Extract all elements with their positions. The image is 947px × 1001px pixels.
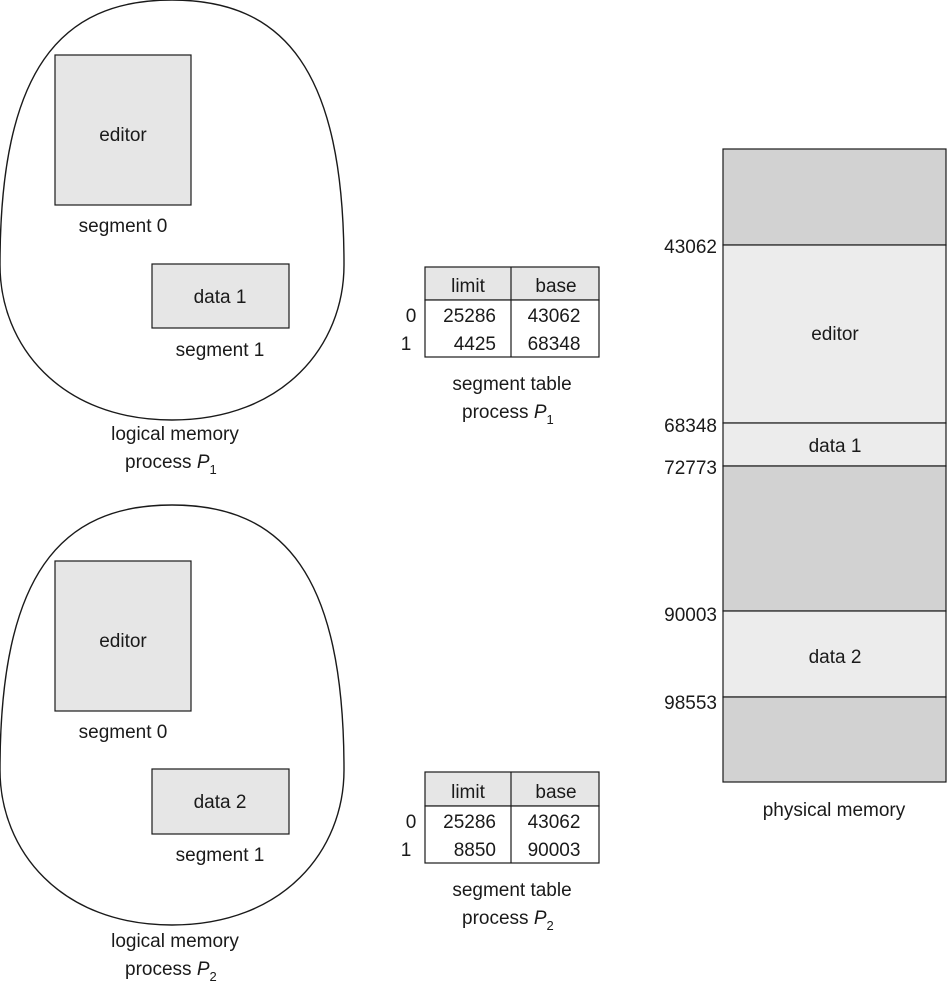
segment-data-label-p2: data 2	[194, 792, 247, 813]
phys-region-data1	[722, 422, 947, 467]
address-90003: 90003	[664, 605, 717, 626]
segment-table-caption-line1-p2: segment table	[452, 880, 571, 901]
row-limit-0-p2: 25286	[443, 812, 496, 833]
logical-memory-outline-p1	[0, 0, 345, 421]
header-limit-p2: limit	[451, 782, 485, 803]
row-limit-1-p2: 8850	[454, 840, 496, 861]
row-index-1-p1: 1	[401, 334, 412, 355]
segment-data-box-p2	[151, 768, 290, 835]
segment-editor-box-p2	[54, 560, 192, 712]
segment-0-caption-p1: segment 0	[79, 216, 168, 237]
phys-region-free-top	[722, 148, 947, 246]
physical-memory-caption: physical memory	[763, 800, 906, 821]
segment-table-header-p2	[424, 771, 600, 807]
row-base-0-p2: 43062	[528, 812, 581, 833]
phys-label-data2: data 2	[809, 647, 862, 668]
segment-table-caption-line2-p2: process P2	[462, 908, 554, 933]
segment-table-caption-line1-p1: segment table	[452, 374, 571, 395]
header-limit-p1: limit	[451, 276, 485, 297]
row-base-0-p1: 43062	[528, 306, 581, 327]
segment-editor-box-p1	[54, 54, 192, 206]
phys-region-free-bottom	[722, 696, 947, 783]
segment-data-box-p1	[151, 263, 290, 329]
row-index-0-p1: 0	[406, 306, 417, 327]
physical-memory: editor data 1 data 2 43062 68348 72773 9…	[664, 148, 947, 783]
header-base-p1: base	[535, 276, 576, 297]
address-43062: 43062	[664, 237, 717, 258]
segment-1-caption-p1: segment 1	[176, 340, 265, 361]
row-index-1-p2: 1	[401, 840, 412, 861]
address-68348: 68348	[664, 416, 717, 437]
row-limit-1-p1: 4425	[454, 334, 496, 355]
segment-table-body-p1	[424, 299, 600, 358]
segment-table-body-p2	[424, 805, 600, 864]
segment-editor-label-p2: editor	[99, 631, 147, 652]
logical-memory-caption-line2-p1: process P1	[125, 452, 217, 477]
segment-table-p2: limit base 0 25286 43062 1 8850 90003	[401, 771, 600, 864]
header-base-p2: base	[535, 782, 576, 803]
row-limit-0-p1: 25286	[443, 306, 496, 327]
segment-0-caption-p2: segment 0	[79, 722, 168, 743]
segment-data-label-p1: data 1	[194, 287, 247, 308]
logical-memory-caption-line2-p2: process P2	[125, 959, 217, 984]
segment-editor-label-p1: editor	[99, 125, 147, 146]
logical-memory-outline-p2	[0, 504, 345, 926]
segment-table-p1: limit base 0 25286 43062 1 4425 68348	[401, 266, 600, 358]
address-98553: 98553	[664, 693, 717, 714]
phys-region-editor	[722, 244, 947, 424]
address-72773: 72773	[664, 458, 717, 479]
logical-memory-p2: editor segment 0 data 2 segment 1	[0, 504, 345, 926]
phys-region-data2	[722, 610, 947, 698]
phys-region-free-mid	[722, 465, 947, 612]
phys-label-data1: data 1	[809, 436, 862, 457]
phys-label-editor: editor	[811, 324, 859, 345]
row-base-1-p1: 68348	[528, 334, 581, 355]
segment-1-caption-p2: segment 1	[176, 845, 265, 866]
segment-table-caption-line2-p1: process P1	[462, 402, 554, 427]
row-index-0-p2: 0	[406, 812, 417, 833]
logical-memory-caption-line1-p1: logical memory	[111, 424, 239, 445]
logical-memory-p1: editor segment 0 data 1 segment 1	[0, 0, 345, 421]
logical-memory-caption-line1-p2: logical memory	[111, 931, 239, 952]
row-base-1-p2: 90003	[528, 840, 581, 861]
